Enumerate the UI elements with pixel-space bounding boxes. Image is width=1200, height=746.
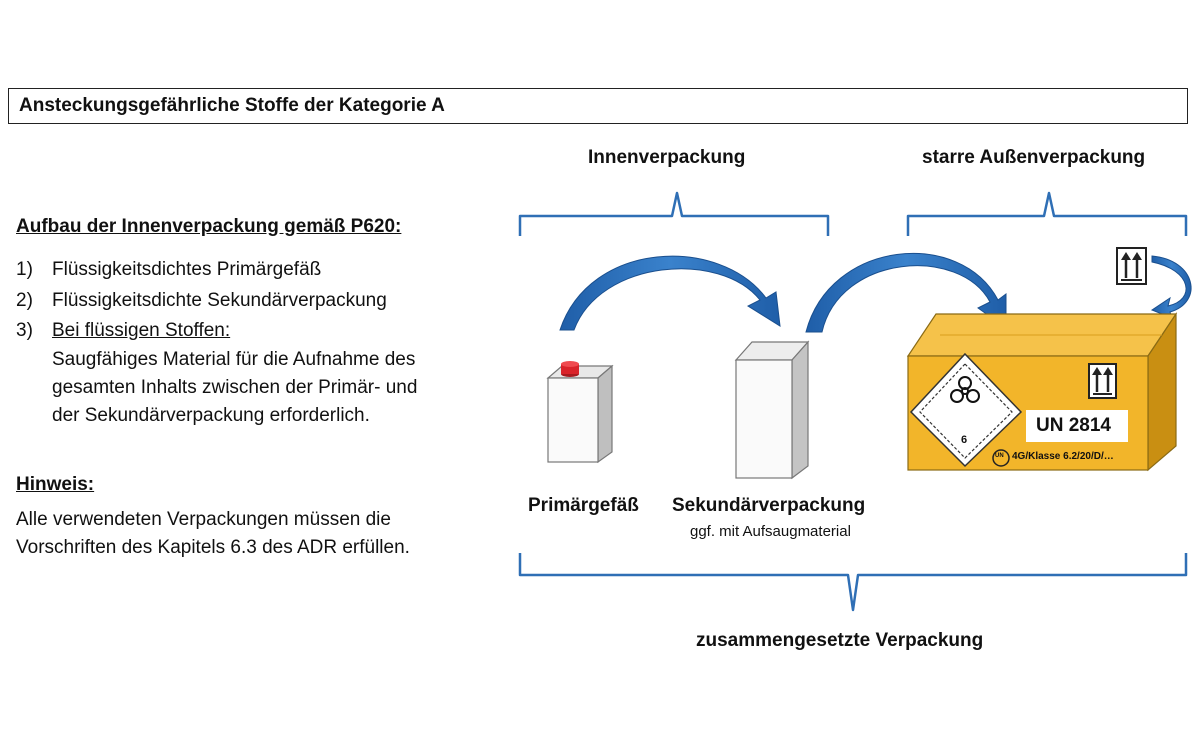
un-number: UN 2814 — [1036, 415, 1111, 436]
list-item-text: Bei flüssigen Stoffen: — [52, 320, 231, 341]
list-item-number: 3) — [16, 320, 33, 341]
combined-packaging-label: zusammengesetzte Verpackung — [696, 630, 984, 651]
note-line: Alle verwendeten Verpackungen müssen die — [16, 509, 391, 530]
secondary-packaging-label: Sekundärverpackung — [672, 495, 866, 516]
note-line: Vorschriften des Kapitels 6.3 des ADR er… — [16, 537, 410, 558]
list-item-number: 2) — [16, 290, 33, 311]
un-packaging-symbol-icon — [992, 449, 1010, 467]
arrow-secondary-to-outer — [805, 252, 1007, 333]
outer-box — [906, 312, 1178, 472]
biohazard-label-icon — [909, 352, 1023, 468]
primary-container-cap — [561, 361, 579, 377]
arrow-primary-to-secondary — [559, 255, 781, 331]
combined-packaging-brace — [518, 553, 1188, 612]
inner-packaging-label: Innenverpackung — [588, 147, 746, 168]
primary-container-label: Primärgefäß — [528, 495, 639, 516]
list-item-text: Flüssigkeitsdichtes Primärgefäß — [52, 259, 322, 280]
detail-line: Saugfähiges Material für die Aufnahme de… — [52, 349, 416, 370]
inner-packaging-brace — [518, 191, 830, 236]
detail-line: gesamten Inhalts zwischen der Primär- un… — [52, 377, 418, 398]
list-item: 2) Flüssigkeitsdichte Sekundärverpackung — [16, 289, 387, 313]
box-orientation-label-icon — [1088, 363, 1117, 399]
orientation-label-icon — [1116, 247, 1147, 285]
primary-container — [546, 361, 614, 464]
list-item: 1) Flüssigkeitsdichtes Primärgefäß — [16, 258, 321, 282]
outer-packaging-label: starre Außenverpackung — [922, 147, 1146, 168]
un-packaging-mark: 4G/Klasse 6.2/20/D/… — [1012, 451, 1114, 462]
page-title: Ansteckungsgefährliche Stoffe der Katego… — [8, 88, 1188, 124]
note-text: Alle verwendeten Verpackungen müssen die… — [16, 506, 496, 562]
biohazard-symbol-icon — [950, 376, 980, 403]
list-item-detail: Saugfähiges Material für die Aufnahme de… — [52, 346, 417, 430]
arrow-orientation-label — [1150, 255, 1192, 319]
un-number-plate — [1026, 410, 1128, 442]
note-heading: Hinweis: — [16, 474, 95, 495]
list-item: 3) Bei flüssigen Stoffen: — [16, 319, 230, 343]
un-packaging-symbol-text: UN — [995, 453, 1004, 459]
outer-packaging-brace — [906, 191, 1188, 236]
list-item-text: Flüssigkeitsdichte Sekundärverpackung — [52, 290, 387, 311]
hazard-class-number: 6 — [961, 434, 968, 446]
detail-line: der Sekundärverpackung erforderlich. — [52, 405, 370, 426]
list-item-number: 1) — [16, 259, 33, 280]
secondary-packaging — [734, 340, 810, 480]
inner-packaging-heading: Aufbau der Innenverpackung gemäß P620: — [16, 216, 402, 237]
secondary-packaging-sublabel: ggf. mit Aufsaugmaterial — [690, 523, 851, 540]
